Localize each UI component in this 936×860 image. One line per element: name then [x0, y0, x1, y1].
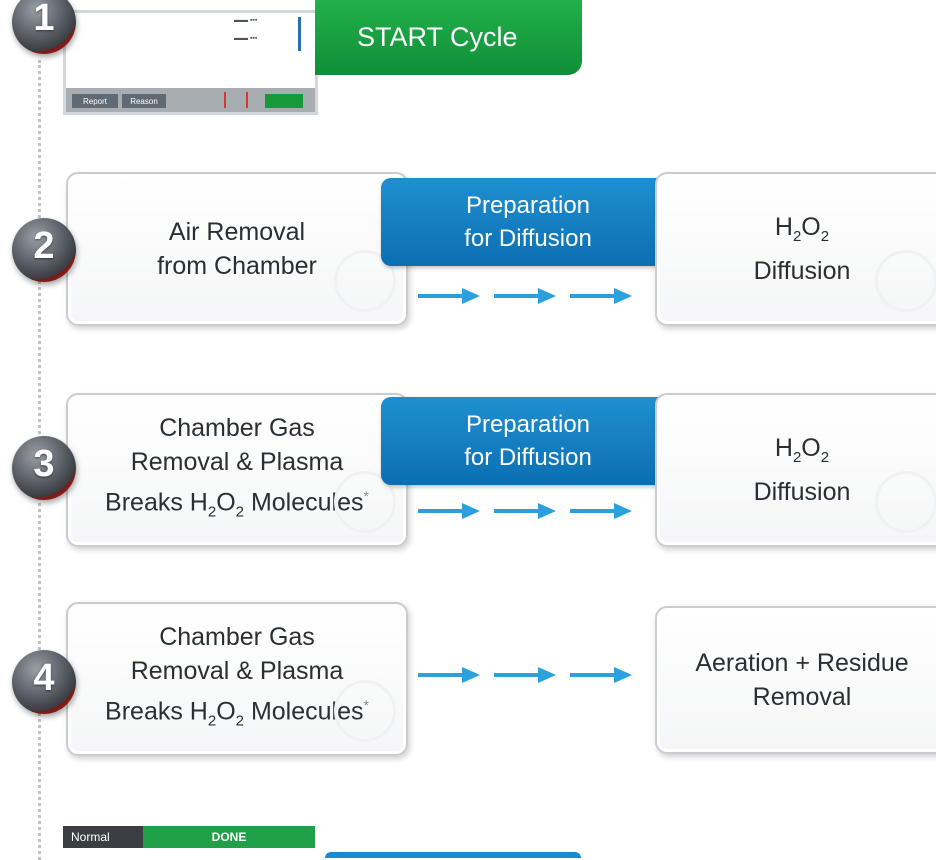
watermark-icon: [875, 250, 936, 312]
watermark-icon: [334, 680, 396, 742]
arrow-icon: [494, 288, 556, 304]
control-panel-screenshot: ▬▬ ▪▪▪ ▬▬ ▪▪▪ Report Reason: [63, 10, 318, 115]
status-normal-label: Normal: [63, 826, 143, 848]
arrow-icon: [418, 288, 480, 304]
status-bar: Normal DONE: [63, 826, 315, 848]
arrow-icon: [570, 288, 632, 304]
watermark-icon: [875, 471, 936, 533]
status-indicator: [224, 92, 248, 108]
watermark-icon: [334, 471, 396, 533]
flow-arrows: [418, 667, 632, 683]
arrow-icon: [570, 667, 632, 683]
flow-arrows: [418, 288, 632, 304]
screen-text: ▬▬ ▪▪▪: [234, 17, 258, 24]
report-button[interactable]: Report: [72, 94, 118, 108]
step-badge-1: 1: [12, 0, 76, 54]
step-badge-3: 3: [12, 436, 76, 500]
watermark-icon: [334, 250, 396, 312]
go-button[interactable]: [265, 94, 303, 108]
arrow-icon: [494, 503, 556, 519]
reason-button[interactable]: Reason: [122, 94, 166, 108]
arrow-icon: [418, 667, 480, 683]
screen-text: ▬▬ ▪▪▪: [234, 35, 258, 42]
step-badge-4: 4: [12, 650, 76, 714]
start-cycle-banner: START Cycle: [315, 0, 582, 75]
chamber-gas-removal-box: Chamber Gas Removal & Plasma Breaks H2O2…: [66, 393, 408, 547]
arrow-icon: [494, 667, 556, 683]
arrow-icon: [418, 503, 480, 519]
step-badge-2: 2: [12, 218, 76, 282]
screen-gauge: [298, 17, 301, 51]
arrow-icon: [570, 503, 632, 519]
bottom-blue-bar: [325, 852, 581, 858]
status-done-label: DONE: [143, 826, 315, 848]
chamber-gas-removal-box: Chamber Gas Removal & Plasma Breaks H2O2…: [66, 602, 408, 756]
flow-arrows: [418, 503, 632, 519]
